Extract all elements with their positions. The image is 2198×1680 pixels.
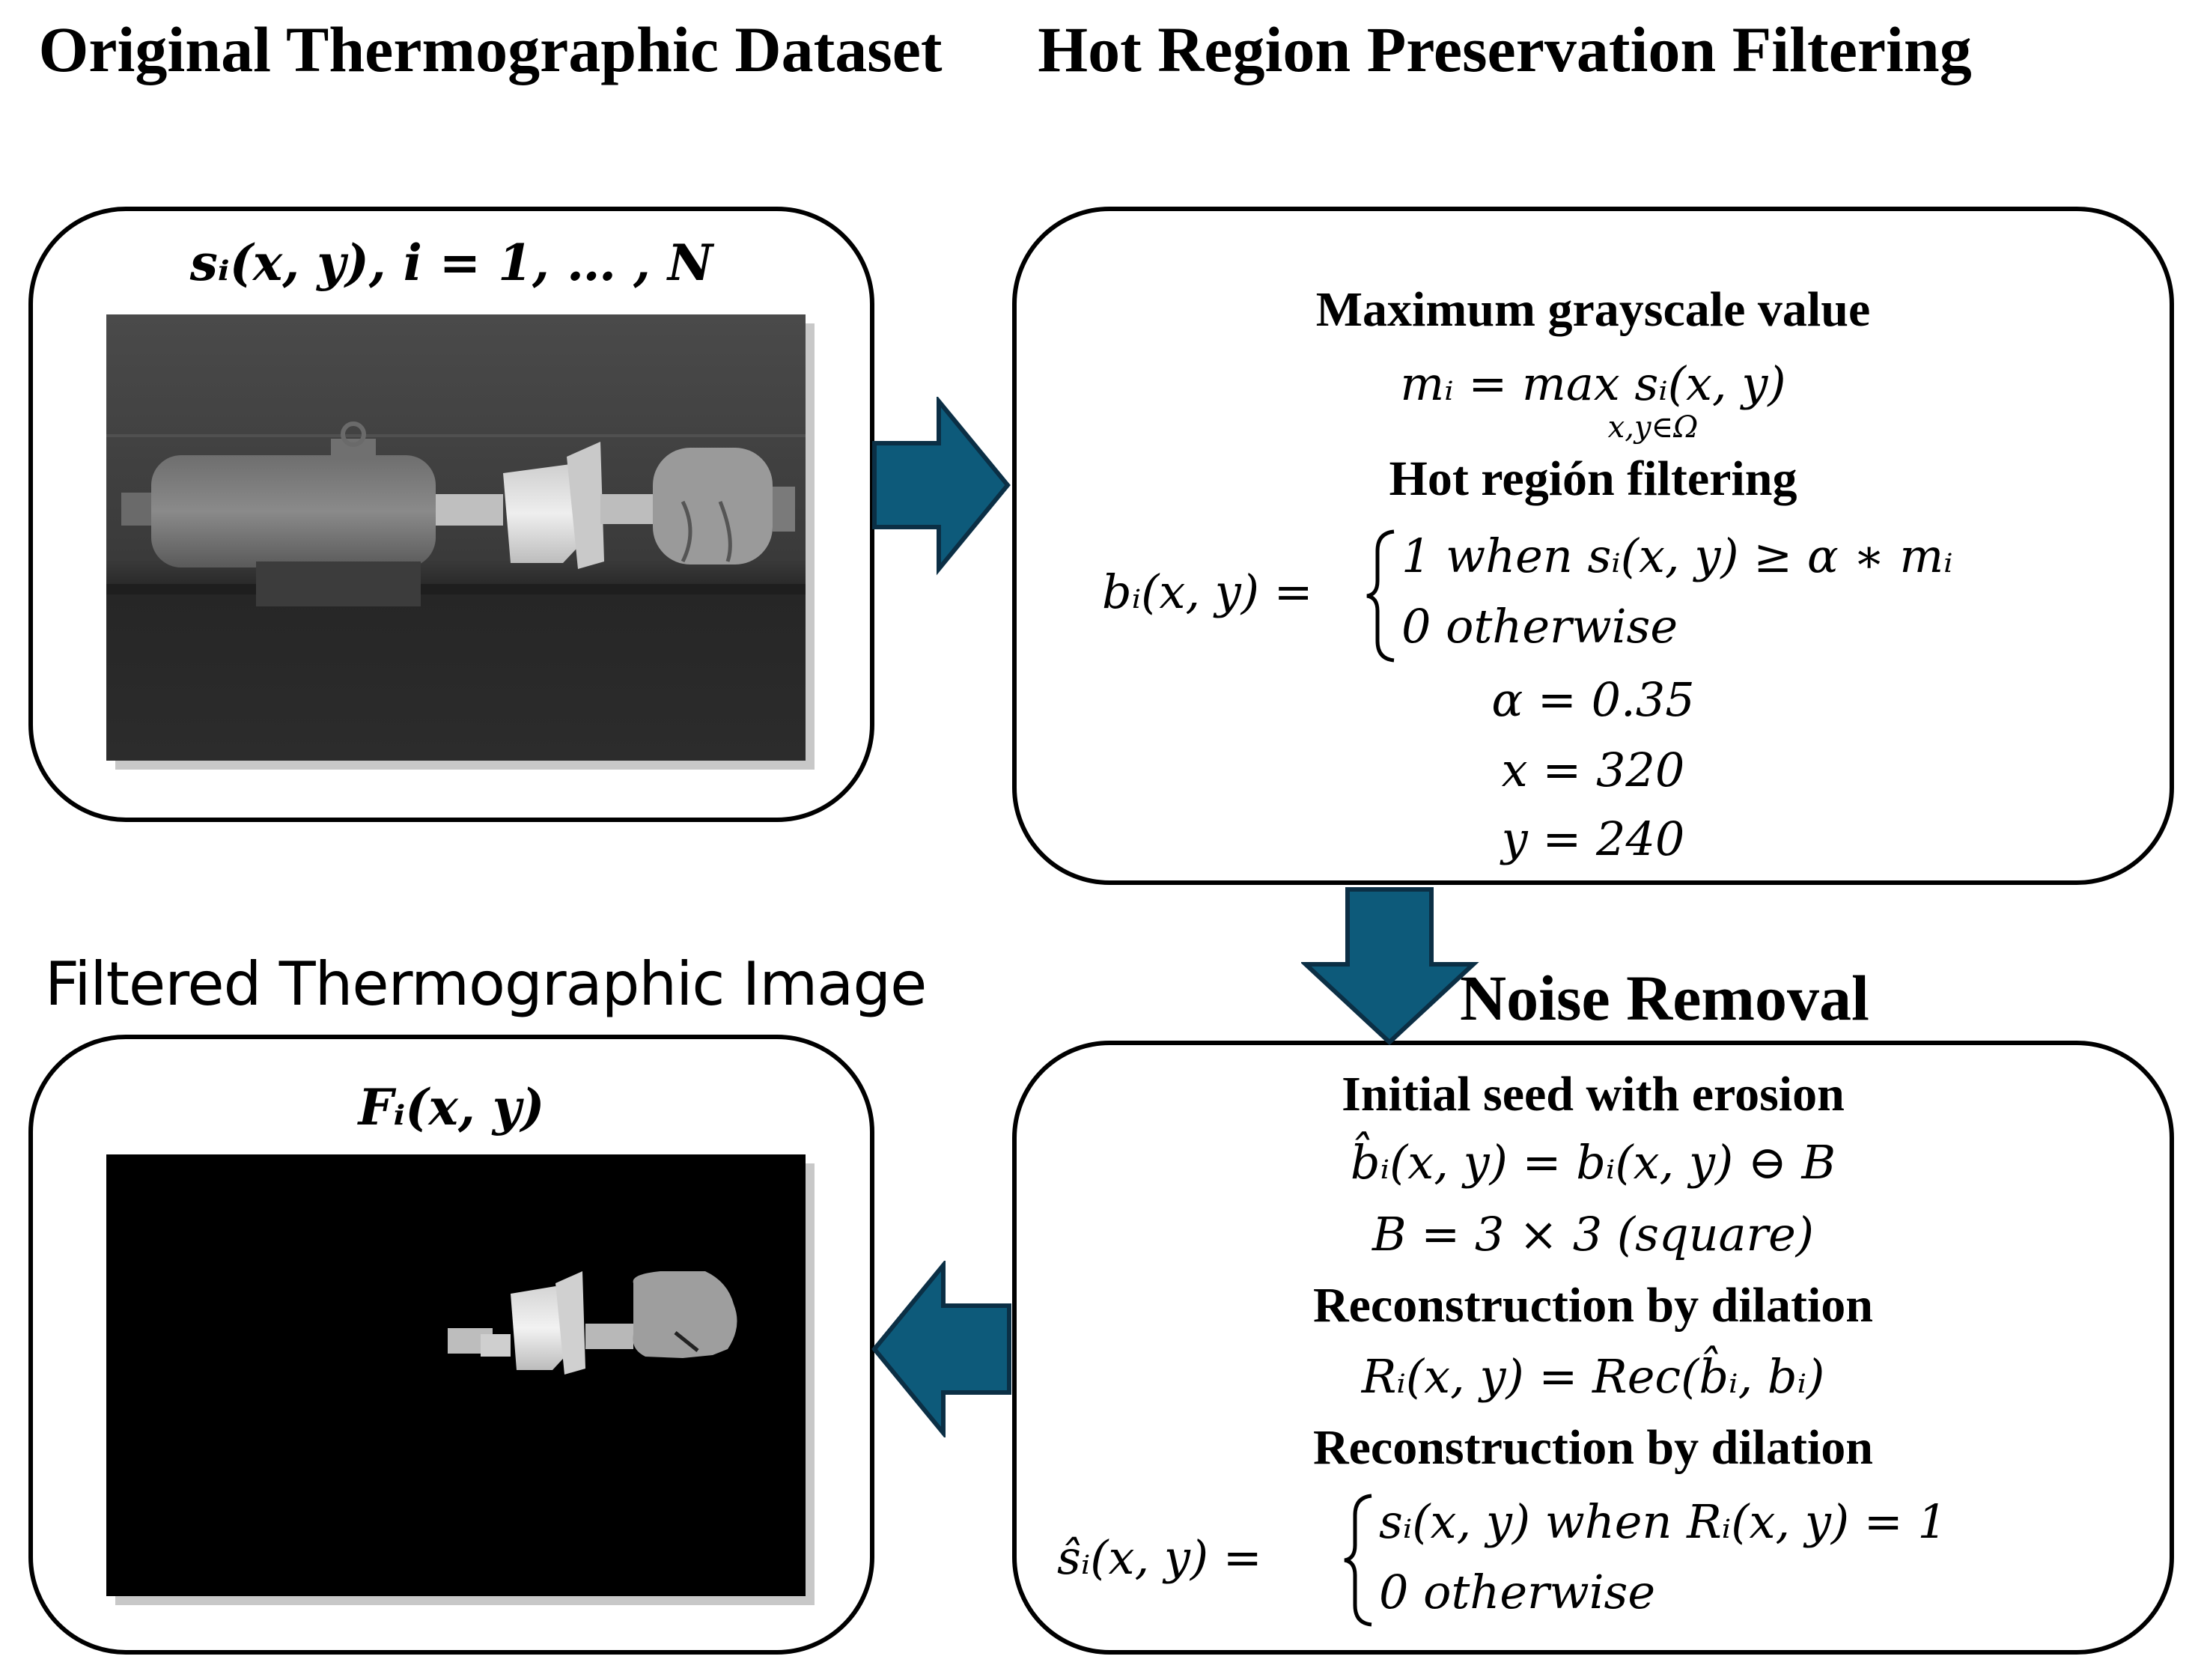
s-hat-case-1: sᵢ(x, y) when Rᵢ(x, y) = 1 [1379,1494,1947,1549]
filtered-thermal-image [106,1154,815,1605]
x-value: x = 320 [1501,743,1685,797]
b-lhs: bᵢ(x, y) = [1102,564,1313,619]
hot-region-box [1012,207,2174,885]
b-case-1: 1 when sᵢ(x, y) ≥ α ∗ mᵢ [1401,529,1953,583]
max-grayscale-heading: Maximum grayscale value [1315,282,1871,337]
brace-icon [1344,1494,1372,1627]
original-dataset-title: Original Thermographic Dataset [38,13,943,85]
filtered-formula: Fᵢ(x, y) [358,1078,545,1136]
filtered-image-title: Filtered Thermographic Image [45,949,927,1019]
s-hat-case-2: 0 otherwise [1379,1565,1656,1619]
noise-removal-title: Noise Removal [1460,962,1869,1034]
s-hat-lhs: ŝᵢ(x, y) = [1057,1530,1262,1585]
left-arrow-icon [871,1261,1011,1437]
original-formula: sᵢ(x, y), i = 1, … , N [189,234,713,292]
noise-removal-content: Initial seed with erosion b̂ᵢ(x, y) = bᵢ… [1012,1041,2174,1655]
y-value: y = 240 [1501,812,1685,866]
seed-formula: b̂ᵢ(x, y) = bᵢ(x, y) ⊖ B [1350,1135,1836,1190]
max-subscript: x,y∈Ω [1607,410,1699,445]
hot-region-filtering-heading: Hot región filtering [1389,451,1797,506]
max-formula: mᵢ = max sᵢ(x, y) [1400,356,1786,411]
seed-heading: Initial seed with erosion [1342,1067,1845,1121]
noise-removal-box [1012,1041,2174,1655]
brace-icon [1366,529,1395,663]
alpha-value: α = 0.35 [1491,672,1695,727]
rec-formula: Rᵢ(x, y) = Rec(b̂ᵢ, bᵢ) [1361,1349,1825,1404]
b-case-2: 0 otherwise [1401,599,1678,654]
reconstruction-heading-2: Reconstruction by dilation [1312,1420,1874,1475]
right-arrow-icon [872,397,1011,576]
hot-region-content: Maximum grayscale value mᵢ = max sᵢ(x, y… [1012,207,2174,885]
reconstruction-heading-1: Reconstruction by dilation [1312,1278,1874,1333]
hot-region-title: Hot Region Preservation Filtering [1038,13,1972,85]
b-size: B = 3 × 3 (square) [1372,1207,1814,1261]
down-arrow-icon [1301,887,1479,1046]
original-thermal-image [106,314,815,770]
